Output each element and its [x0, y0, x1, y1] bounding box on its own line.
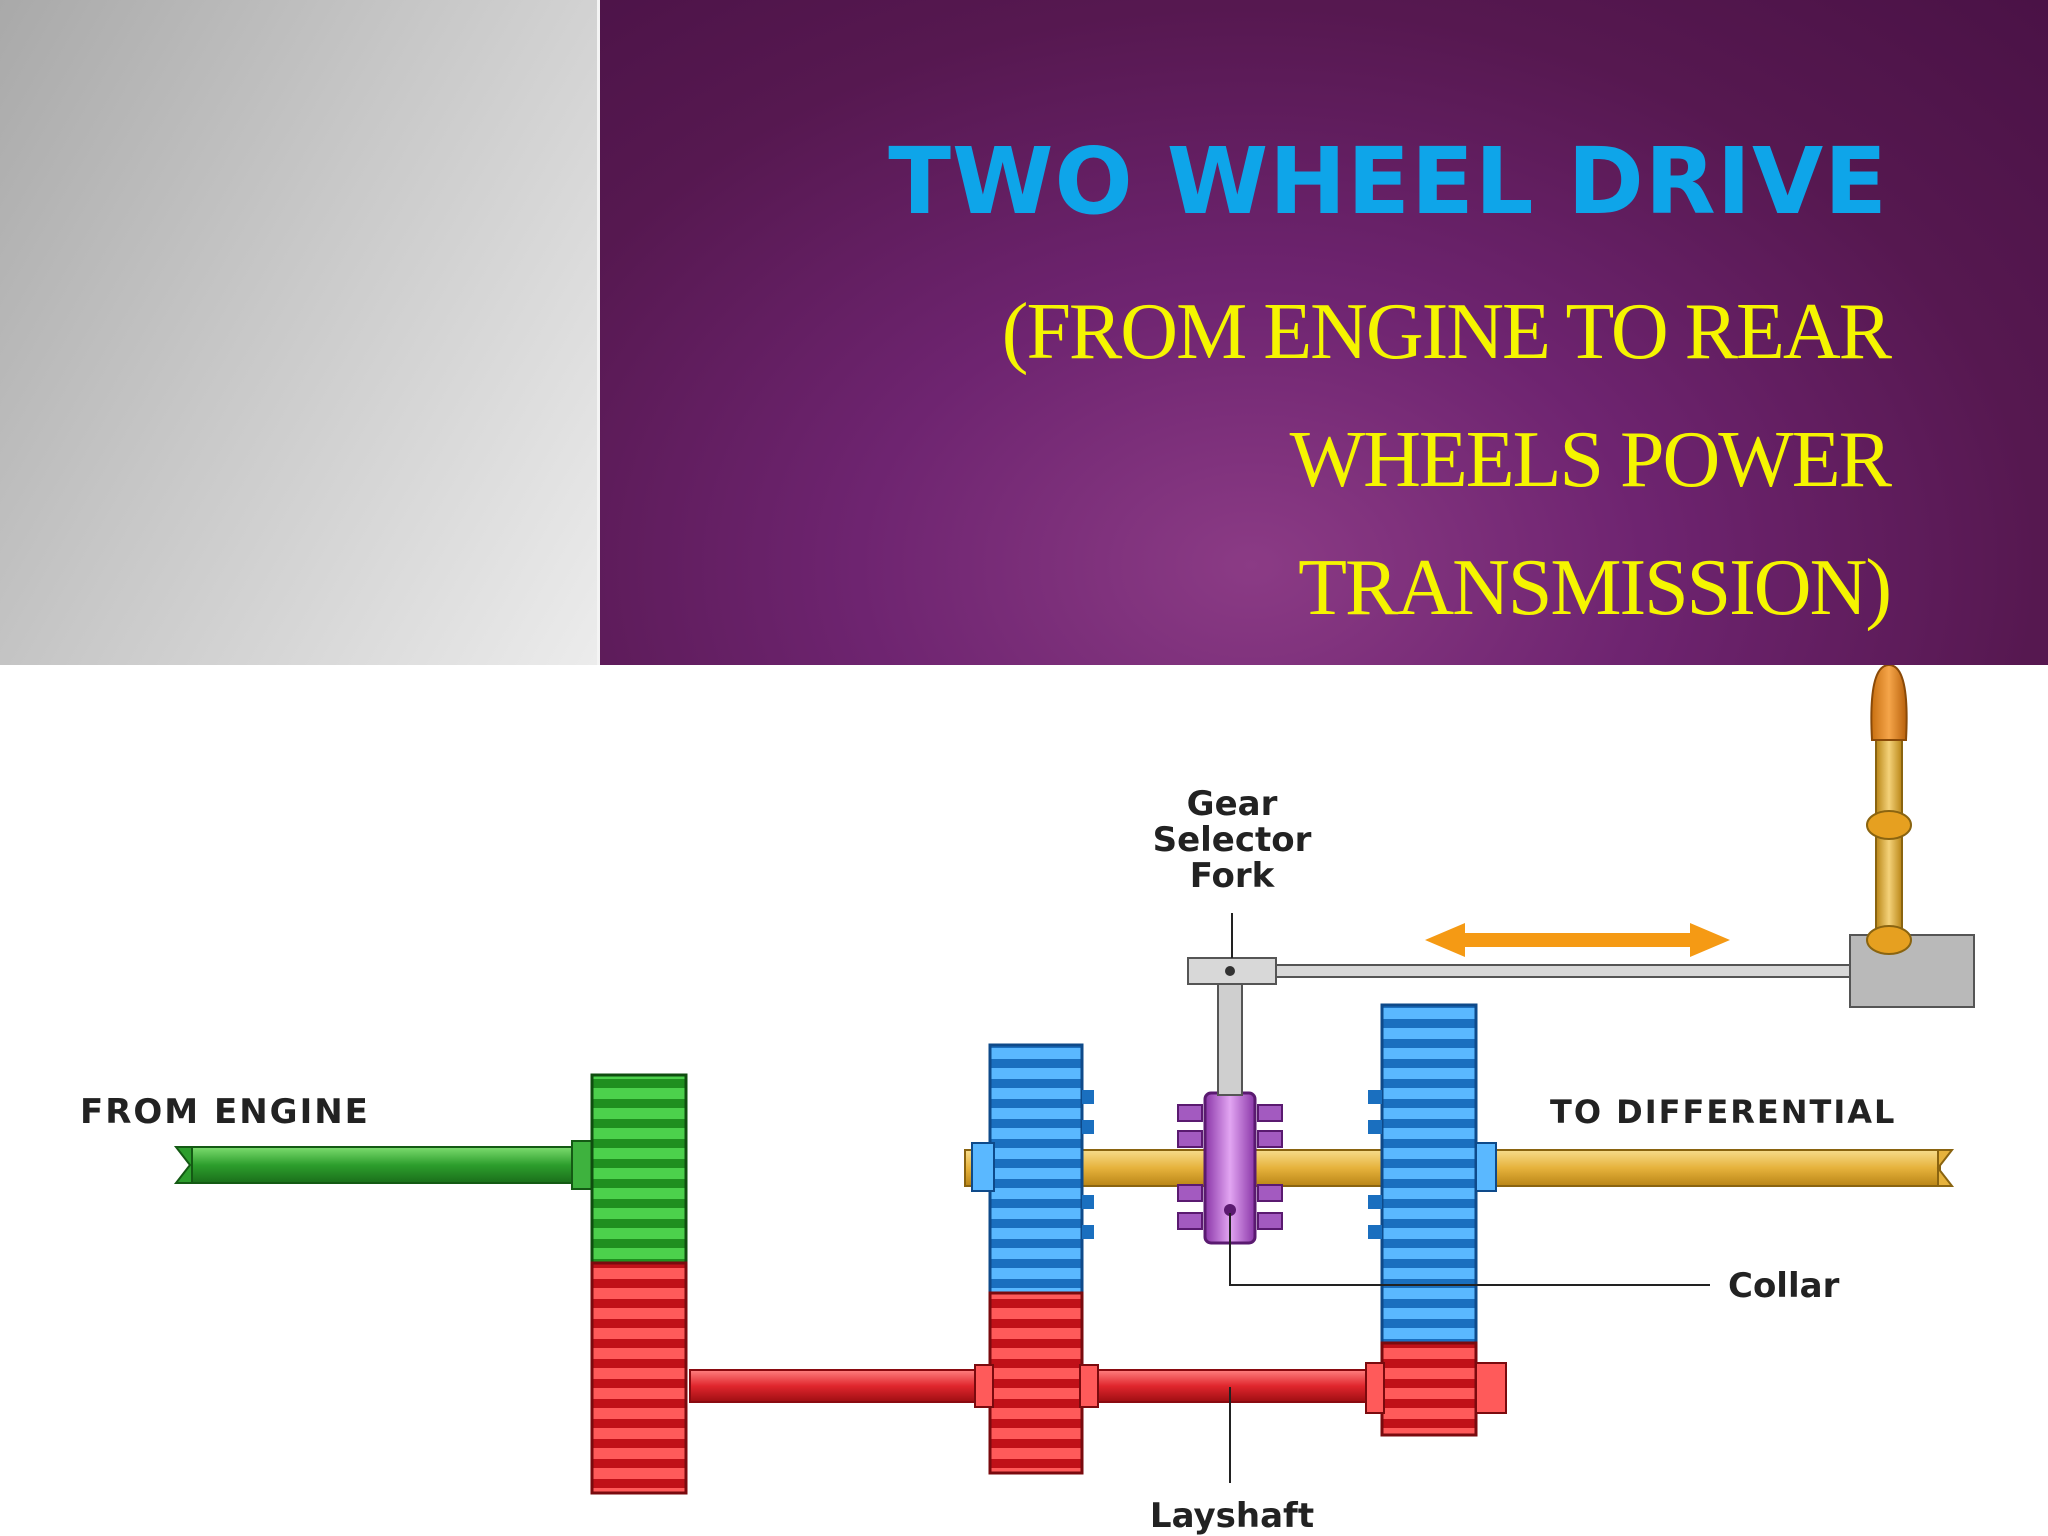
label-collar: Collar: [1728, 1266, 1840, 1306]
label-from-engine: FROM ENGINE: [80, 1092, 370, 1132]
input-shaft: [173, 1140, 595, 1190]
gearbox-diagram: FROM ENGINE TO DIFFERENTIAL Gear Selecto…: [80, 665, 1975, 1536]
label-gear-selector-line3: Fork: [1190, 856, 1276, 896]
slide-title: TWO WHEEL DRIVE: [888, 128, 1888, 235]
label-gear-selector-line1: Gear: [1187, 784, 1278, 824]
label-to-differential: TO DIFFERENTIAL: [1550, 1093, 1896, 1131]
layshaft-gear-small: [1365, 1341, 1507, 1437]
panel-divider: [597, 0, 600, 665]
label-gear-selector-line2: Selector: [1153, 820, 1312, 860]
first-gear: [1368, 1003, 1497, 1345]
gear-selector-fork: [1187, 957, 1857, 1096]
layshaft-gear-large: [590, 1261, 688, 1495]
label-layshaft: Layshaft: [1150, 1496, 1314, 1536]
shift-direction-arrow: [1425, 923, 1730, 957]
second-gear: [971, 1043, 1094, 1295]
left-gradient-panel: [0, 0, 597, 665]
leader-lines: [1229, 913, 1710, 1483]
layshaft-gear-middle: [974, 1291, 1099, 1475]
slide-subtitle: (FROM ENGINE TO REAR WHEELS POWER TRANSM…: [1001, 288, 1892, 632]
input-gear: [590, 1073, 688, 1265]
gear-lever: [1849, 665, 1975, 1008]
title-panel: TWO WHEEL DRIVE (FROM ENGINE TO REAR WHE…: [600, 0, 2048, 665]
